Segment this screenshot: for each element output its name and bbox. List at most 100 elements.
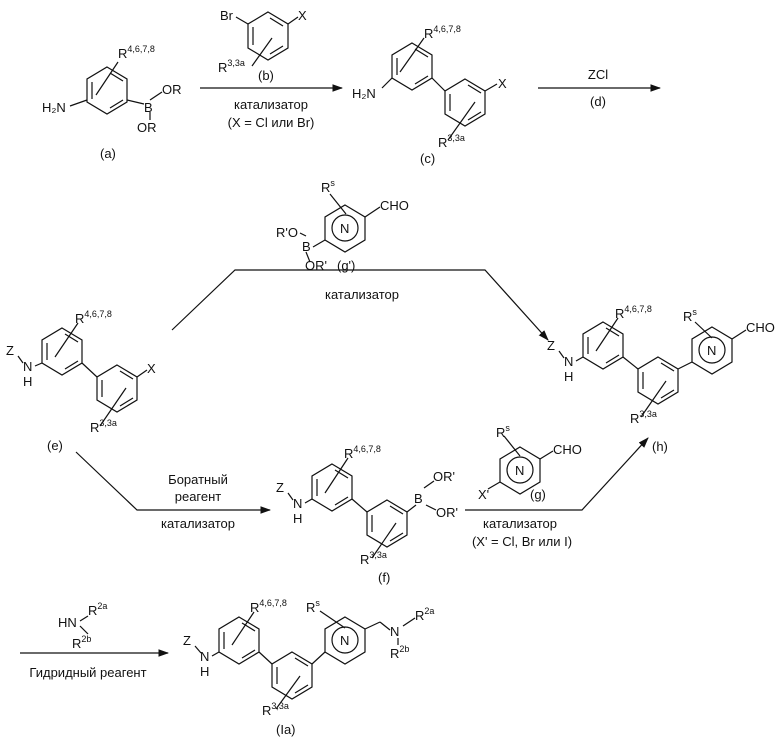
halide-label: X: [298, 8, 307, 23]
substituent-label: R2b: [72, 634, 91, 651]
benzene-ring: [367, 500, 407, 547]
substituent-label: R3,3a: [262, 701, 289, 718]
substituent-label: R4,6,7,8: [118, 44, 155, 61]
bond: [288, 17, 298, 24]
boron-label: B: [302, 239, 311, 254]
arrow-reagent: Боратный: [168, 472, 228, 487]
arrow-e-to-f: Боратный реагент катализатор: [76, 452, 270, 531]
arrow-reagent: реагент: [175, 489, 222, 504]
substituent-label: Rs: [306, 598, 320, 615]
arrow-condition: катализатор: [325, 287, 399, 302]
bond: [212, 652, 219, 656]
amine-hydrogen-label: H: [200, 664, 209, 679]
amine-label: H₂N: [42, 100, 66, 115]
compound-a: R4,6,7,8 H₂N B OR OR (a): [42, 44, 182, 161]
arrow-reagent: ZCl: [588, 67, 608, 82]
arrow-a-to-c: катализатор (X = Cl или Br): [200, 88, 342, 130]
bond: [432, 78, 445, 91]
bond: [312, 652, 325, 664]
bond: [330, 194, 346, 214]
bond: [504, 436, 520, 456]
halide-label: X: [147, 361, 156, 376]
arrow-c-to-e: ZCl (d): [538, 67, 660, 109]
bond: [540, 451, 553, 459]
compound-b: Br X R3,3a (b): [218, 8, 307, 83]
bond: [313, 240, 325, 247]
bond: [407, 505, 416, 512]
arrow-condition: (X = Cl или Br): [228, 115, 315, 130]
substituent-label: R2a: [88, 601, 107, 618]
compound-label: (g'): [337, 258, 355, 273]
alkoxy-label: R'O: [276, 225, 298, 240]
bond: [382, 78, 392, 88]
substituent-label: R4,6,7,8: [75, 309, 112, 326]
alkoxy-label: OR': [433, 469, 455, 484]
substituent-label: Rs: [496, 423, 510, 440]
arrow-condition: катализатор: [161, 516, 235, 531]
compound-g: N Rs CHO X' (g): [478, 423, 582, 502]
ring-nitrogen-label: N: [340, 221, 349, 236]
compound-label: (a): [100, 146, 116, 161]
arrow-condition: Гидридный реагент: [29, 665, 146, 680]
benzene-ring: [248, 12, 288, 60]
amine-nitrogen-label: N: [564, 354, 573, 369]
bond: [623, 357, 638, 369]
bond: [236, 17, 248, 24]
aldehyde-label: CHO: [553, 442, 582, 457]
substituent-label: R3,3a: [218, 58, 245, 75]
amine-nitrogen-label: N: [390, 624, 399, 639]
bond: [352, 499, 367, 512]
compound-label: (e): [47, 438, 63, 453]
bond: [365, 622, 380, 629]
alkoxy-label: OR: [162, 82, 182, 97]
benzene-ring: [272, 652, 312, 699]
compound-f: Z N H R4,6,7,8 OR' B OR' R3,3a (f): [276, 444, 458, 585]
substituent-label: R3,3a: [90, 418, 117, 435]
arrow-e-to-h: катализатор: [172, 270, 548, 340]
amine-label: HN: [58, 615, 77, 630]
bond: [70, 100, 87, 106]
halide-label: X: [498, 76, 507, 91]
substituent-label: R4,6,7,8: [424, 24, 461, 41]
bond: [678, 362, 692, 369]
protecting-group-label: Z: [276, 480, 284, 495]
benzene-ring: [392, 43, 432, 90]
amine-reagent: HN R2a R2b: [58, 601, 107, 651]
bond: [35, 363, 42, 366]
compound-label: (g): [530, 487, 546, 502]
arrow-condition: (X' = Cl, Br или I): [472, 534, 572, 549]
bond: [596, 318, 618, 351]
amine-nitrogen-label: N: [293, 496, 302, 511]
substituent-label: R4,6,7,8: [344, 444, 381, 461]
bond: [82, 363, 97, 377]
bond: [365, 207, 380, 217]
bond: [127, 100, 144, 104]
arrow-step: (d): [590, 94, 606, 109]
substituent-label: R3,3a: [630, 409, 657, 426]
arrow-condition: катализатор: [483, 516, 557, 531]
arrow-condition: катализатор: [234, 97, 308, 112]
benzene-ring: [638, 357, 678, 404]
bond: [80, 626, 88, 634]
protecting-group-label: Z: [183, 633, 191, 648]
benzene-ring: [42, 328, 82, 375]
compound-label: (f): [378, 570, 390, 585]
ring-nitrogen-label: N: [515, 463, 524, 478]
bond: [137, 370, 147, 377]
benzene-ring: [445, 79, 485, 126]
bond: [300, 233, 306, 236]
alkoxy-label: OR: [137, 120, 157, 135]
amine-hydrogen-label: H: [293, 511, 302, 526]
amine-nitrogen-label: N: [23, 359, 32, 374]
benzene-ring: [219, 617, 259, 664]
boron-label: B: [144, 100, 153, 115]
boron-label: B: [414, 491, 423, 506]
compound-label: (c): [420, 151, 435, 166]
compound-e: Z N H R4,6,7,8 X R3,3a (e): [6, 309, 156, 453]
ring-nitrogen-label: N: [707, 343, 716, 358]
compound-label: (Ia): [276, 722, 296, 737]
substituent-label: R2a: [415, 606, 434, 623]
substituent-label: R3,3a: [360, 550, 387, 567]
bond: [150, 92, 162, 100]
